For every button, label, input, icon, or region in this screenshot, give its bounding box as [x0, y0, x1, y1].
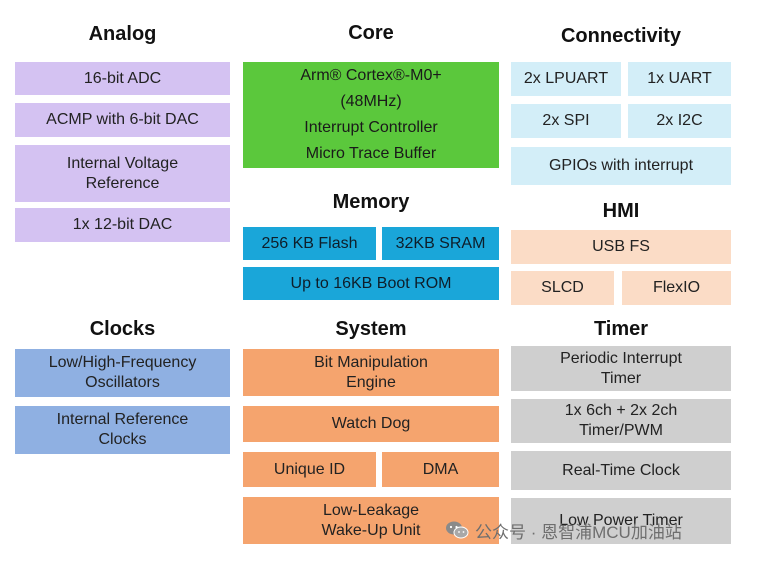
- timer-block-periodic-interrupt: Periodic Interrupt Timer: [511, 346, 731, 391]
- system-block-low-leakage-wakeup: Low-Leakage Wake-Up Unit: [243, 497, 499, 544]
- block-label: 32KB SRAM: [395, 234, 486, 252]
- hmi-block-slcd: SLCD: [511, 271, 614, 305]
- block-label: SLCD: [541, 279, 584, 296]
- connectivity-block-i2c: 2x I2C: [628, 104, 731, 138]
- block-label: Arm® Cortex®-M0+: [300, 67, 442, 84]
- block-label: GPIOs with interrupt: [548, 157, 694, 174]
- connectivity-block-spi: 2x SPI: [511, 104, 621, 138]
- clocks-heading: Clocks: [89, 318, 156, 340]
- block-label: Timer/PWM: [579, 422, 663, 439]
- memory-block-boot-rom: Up to 16KB Boot ROM: [243, 267, 499, 300]
- block-label: Engine: [346, 373, 396, 391]
- block-label: Timer: [600, 369, 642, 387]
- block-label: Unique ID: [273, 460, 346, 478]
- block-label: Low Power Timer: [559, 512, 683, 529]
- timer-block-low-power: Low Power Timer: [511, 498, 731, 544]
- system-block-bit-manipulation: Bit Manipulation Engine: [243, 349, 499, 396]
- timer-heading: Timer: [593, 318, 649, 340]
- block-label: FlexIO: [652, 279, 701, 296]
- hmi-block-usb-fs: USB FS: [511, 230, 731, 264]
- block-label: Periodic Interrupt: [560, 349, 682, 367]
- block-label: Low/High-Frequency: [48, 354, 197, 371]
- block-label: (48MHz): [340, 93, 402, 110]
- hmi-block-flexio: FlexIO: [622, 271, 731, 305]
- block-label: Reference: [85, 174, 160, 192]
- block-label: 256 KB Flash: [261, 234, 358, 252]
- block-label: DMA: [422, 460, 459, 478]
- block-label: 1x UART: [647, 70, 712, 87]
- block-label: Internal Voltage: [66, 154, 179, 172]
- clocks-block-oscillators: Low/High-Frequency Oscillators: [15, 349, 230, 397]
- block-label: 2x I2C: [656, 112, 703, 129]
- system-block-watch-dog: Watch Dog: [243, 406, 499, 442]
- timer-block-rtc: Real-Time Clock: [511, 451, 731, 490]
- block-label: 1x 12-bit DAC: [72, 216, 173, 233]
- block-label: Micro Trace Buffer: [305, 145, 437, 162]
- analog-block-12bit-dac: 1x 12-bit DAC: [15, 208, 230, 242]
- analog-block-internal-voltage-reference: Internal Voltage Reference: [15, 145, 230, 202]
- analog-heading: Analog: [88, 23, 157, 45]
- block-label: Up to 16KB Boot ROM: [290, 274, 452, 292]
- connectivity-heading: Connectivity: [560, 25, 682, 47]
- block-label: Real-Time Clock: [562, 461, 680, 479]
- block-label: Clocks: [98, 431, 147, 448]
- block-label: Oscillators: [85, 374, 160, 391]
- wechat-icon: [446, 521, 469, 539]
- timer-block-pwm: 1x 6ch + 2x 2ch Timer/PWM: [511, 399, 731, 443]
- clocks-block-internal-reference: Internal Reference Clocks: [15, 406, 230, 454]
- hmi-heading: HMI: [602, 200, 640, 222]
- core-block: Arm® Cortex®-M0+ (48MHz) Interrupt Contr…: [243, 62, 499, 168]
- connectivity-block-gpios: GPIOs with interrupt: [511, 147, 731, 185]
- memory-heading: Memory: [332, 191, 410, 213]
- block-label: 2x SPI: [542, 112, 590, 129]
- block-label: Internal Reference: [56, 411, 189, 428]
- block-label: Wake-Up Unit: [321, 521, 421, 539]
- analog-block-acmp: ACMP with 6-bit DAC: [15, 103, 230, 137]
- block-label: 1x 6ch + 2x 2ch: [564, 402, 678, 419]
- block-label: USB FS: [592, 238, 650, 255]
- block-label: Watch Dog: [331, 415, 411, 432]
- system-heading: System: [335, 318, 407, 340]
- block-label: 16-bit ADC: [83, 69, 162, 87]
- block-label: Low-Leakage: [322, 501, 420, 519]
- memory-block-flash: 256 KB Flash: [243, 227, 376, 260]
- system-block-unique-id: Unique ID: [243, 452, 376, 487]
- block-label: Bit Manipulation: [314, 353, 428, 371]
- block-label: 2x LPUART: [523, 70, 609, 87]
- system-block-dma: DMA: [382, 452, 499, 487]
- watermark-text: 公众号 · 恩智浦MCU加油站: [475, 522, 682, 542]
- watermark: 公众号 · 恩智浦MCU加油站: [445, 518, 682, 542]
- block-label: ACMP with 6-bit DAC: [46, 111, 199, 128]
- connectivity-block-uart: 1x UART: [628, 62, 731, 96]
- block-label: Interrupt Controller: [304, 119, 438, 136]
- memory-block-sram: 32KB SRAM: [382, 227, 499, 260]
- connectivity-block-lpuart: 2x LPUART: [511, 62, 621, 96]
- core-heading: Core: [348, 22, 394, 44]
- analog-block-16bit-adc: 16-bit ADC: [15, 62, 230, 95]
